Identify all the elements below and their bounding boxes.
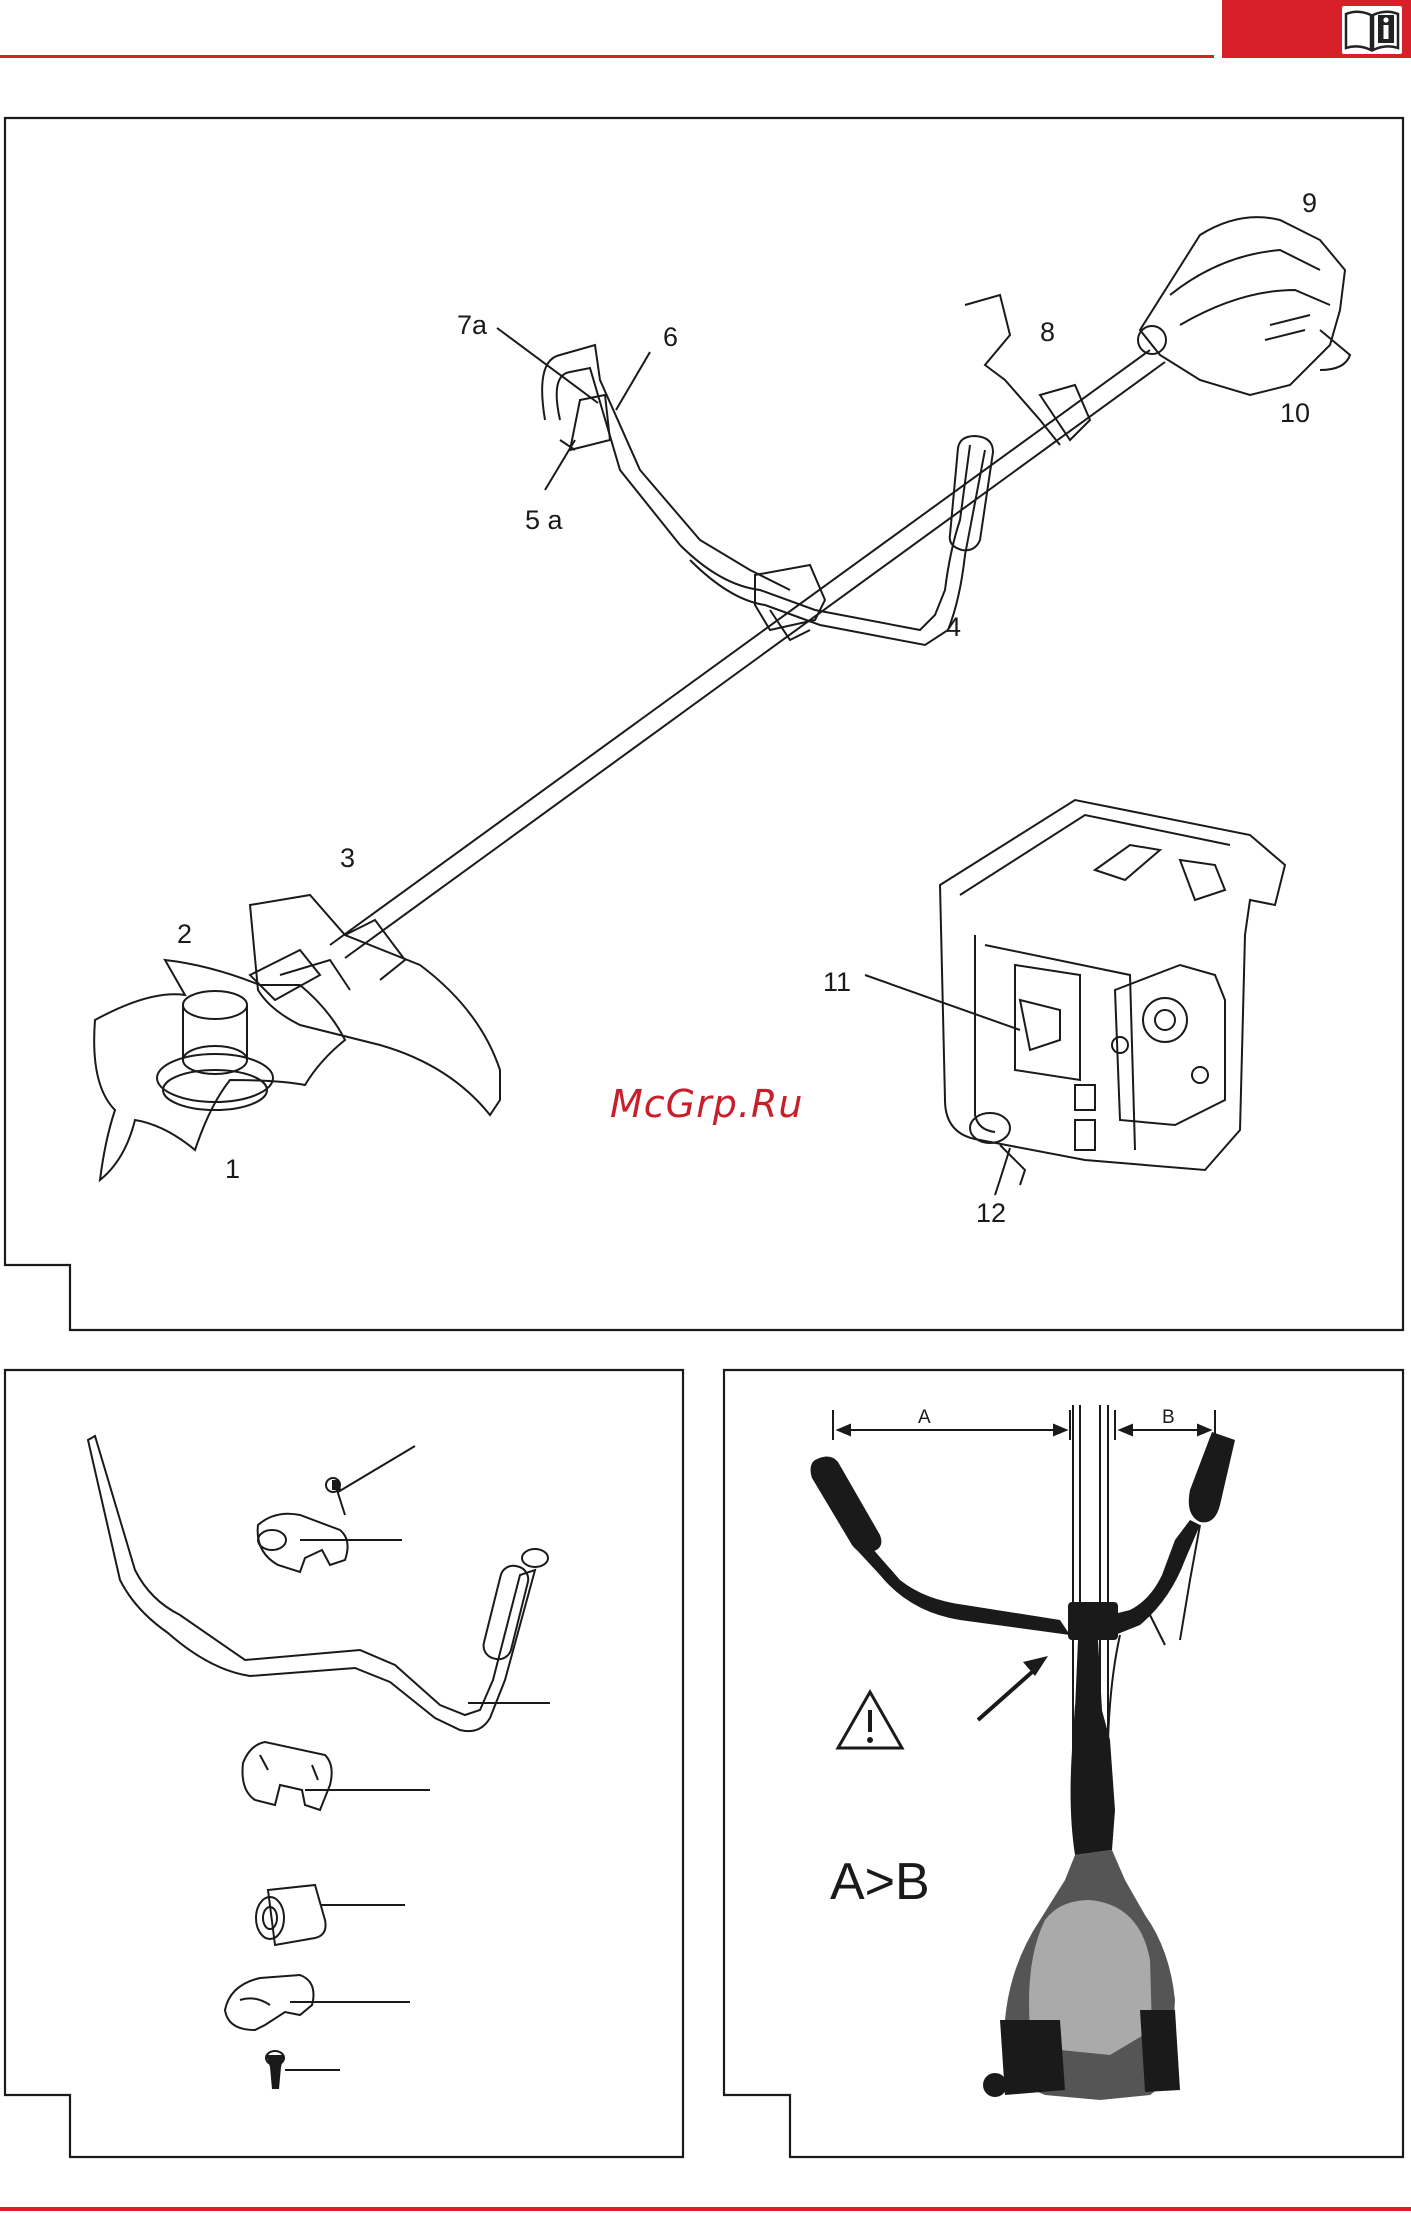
label-10: 10 — [1280, 398, 1310, 429]
label-9: 9 — [1302, 188, 1317, 219]
figure2-illustration — [88, 1436, 550, 2088]
engine-block-illustration — [940, 800, 1285, 1185]
label-6: 6 — [663, 322, 678, 353]
watermark: McGrp.Ru — [610, 1082, 803, 1126]
label-1: 1 — [225, 1154, 240, 1185]
relation-label: A>B — [830, 1852, 930, 1912]
label-12: 12 — [976, 1198, 1006, 1229]
figure1-frame — [5, 118, 1403, 1330]
label-8: 8 — [1040, 317, 1055, 348]
label-11: 11 — [823, 967, 851, 998]
label-7a: 7a — [457, 310, 487, 341]
label-2: 2 — [177, 919, 192, 950]
footer-rule — [0, 2207, 1411, 2211]
label-5a: 5 a — [525, 505, 563, 536]
dimension-label-b: B — [1162, 1407, 1175, 1429]
dimension-label-a: A — [918, 1407, 931, 1429]
label-4: 4 — [946, 612, 961, 643]
figure1-illustration — [94, 217, 1350, 1195]
label-3: 3 — [340, 843, 355, 874]
